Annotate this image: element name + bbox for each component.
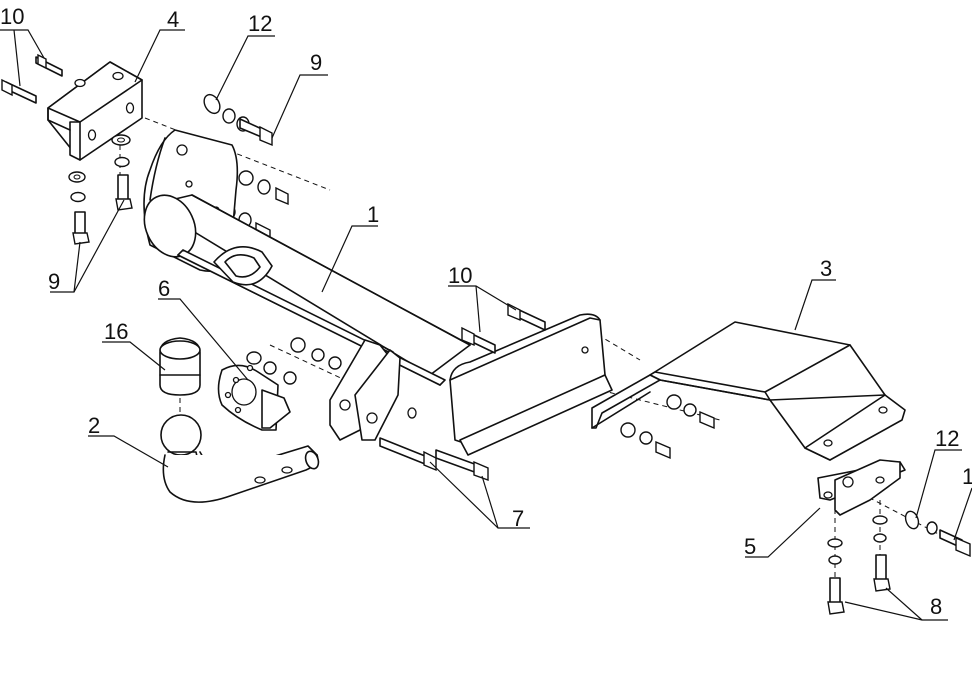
callout-10-left: 10 — [0, 4, 24, 29]
callout-1-right-partial: 1 — [962, 464, 972, 489]
callout-10-middle: 10 — [448, 263, 472, 288]
main-tube-part-1 — [143, 129, 613, 456]
callout-12-right: 12 — [935, 426, 959, 451]
callout-1: 1 — [367, 202, 379, 227]
callout-9-upper: 9 — [310, 50, 322, 75]
socket-plate-part-6 — [217, 337, 342, 431]
callout-leaders — [0, 29, 972, 621]
fasteners-near-part-3 — [620, 394, 715, 460]
bolts-part-10-middle — [461, 302, 546, 354]
callout-labels: 10 4 12 9 1 9 6 16 2 10 3 7 12 1 5 8 — [0, 4, 972, 619]
callout-2: 2 — [88, 413, 100, 438]
bolts-part-8 — [827, 515, 891, 615]
callout-7: 7 — [512, 506, 524, 531]
callout-12-upper: 12 — [248, 11, 272, 36]
callout-8: 8 — [930, 594, 942, 619]
fasteners-under-bracket-4 — [68, 134, 133, 245]
callout-4: 4 — [167, 7, 179, 32]
fasteners-part-12-9-upper — [203, 93, 289, 242]
callout-5: 5 — [744, 534, 756, 559]
callout-9-left: 9 — [48, 269, 60, 294]
bracket-part-5 — [817, 459, 906, 516]
ball-cover-part-16 — [159, 337, 201, 396]
tow-ball-part-2 — [160, 414, 320, 503]
callout-6: 6 — [158, 276, 170, 301]
bracket-part-3 — [591, 321, 906, 461]
callout-3: 3 — [820, 256, 832, 281]
callout-16: 16 — [104, 319, 128, 344]
bracket-part-4 — [47, 61, 143, 161]
bolts-part-10-left — [1, 53, 63, 104]
